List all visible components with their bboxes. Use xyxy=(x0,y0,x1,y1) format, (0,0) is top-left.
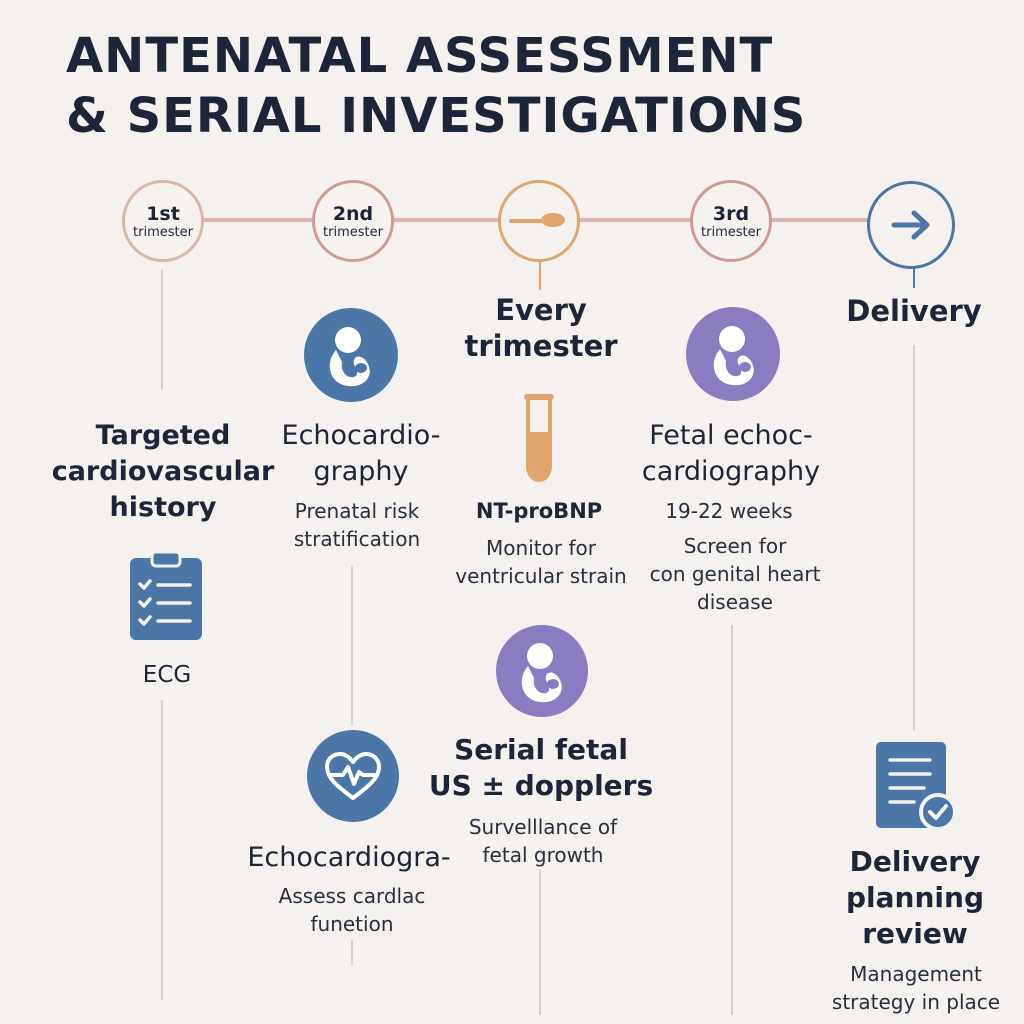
connector-col5-top xyxy=(913,262,915,288)
document-check-icon xyxy=(874,740,958,832)
title-line-2: & SERIAL INVESTIGATIONS xyxy=(66,88,807,144)
col2-heading-line-1: Echocardio- xyxy=(281,420,441,451)
milestone-2-label: trimester xyxy=(323,225,383,240)
milestone-4-number: 3rd xyxy=(712,203,750,225)
fetus-icon-blue xyxy=(304,308,398,402)
weeks-label: 19-22 weeks xyxy=(665,499,793,523)
col3-desc2-line-1: Survelllance of xyxy=(468,815,618,839)
col2-desc2-line-1: Assess cardlac xyxy=(278,884,426,908)
connector-col3-top xyxy=(539,258,541,290)
col5-heading-line-3: review xyxy=(862,917,968,950)
ventricular-strain-desc: Monitor for ventricular strain xyxy=(455,534,626,590)
col4-heading-line-2: cardiography xyxy=(641,456,821,487)
col4-heading-line-1: Fetal echoc- xyxy=(649,420,813,451)
connector-col2 xyxy=(351,565,353,725)
col2-desc2-line-2: funetion xyxy=(310,912,394,936)
col2-desc-line-1: Prenatal risk xyxy=(294,499,420,523)
title-line-1: ANTENATAL ASSESSMENT xyxy=(66,28,774,84)
connector-col5 xyxy=(913,345,915,730)
col5-heading-line-1: Delivery xyxy=(849,845,981,878)
milestone-2nd-trimester: 2nd trimester xyxy=(312,180,394,262)
col2-desc-line-2: stratification xyxy=(293,527,421,551)
col3-desc-line-2: ventricular strain xyxy=(455,564,627,588)
col3-desc2-line-2: fetal growth xyxy=(482,843,604,867)
col5-heading-line-2: planning xyxy=(846,881,984,914)
targeted-history-heading: Targeted cardiovascular history xyxy=(52,418,275,526)
congenital-screen-desc: Screen for con genital heart disease xyxy=(650,532,821,616)
delivery-label: Delivery xyxy=(846,294,982,328)
milestone-2-number: 2nd xyxy=(332,203,374,225)
every-trimester-label: Every trimester xyxy=(464,292,617,364)
milestone-1-number: 1st xyxy=(146,203,180,225)
col3-heading-line-1: Serial fetal xyxy=(454,733,628,766)
fetal-growth-desc: Survelllance of fetal growth xyxy=(469,813,617,869)
fetus-icon-purple xyxy=(496,625,588,717)
col5-desc-line-1: Management xyxy=(850,962,982,986)
management-strategy-desc: Management strategy in place xyxy=(832,960,1000,1016)
col3-desc-line-1: Monitor for xyxy=(486,536,596,560)
col3-heading-line-2: US ± dopplers xyxy=(428,769,654,802)
fetus-icon-purple-2 xyxy=(686,307,780,401)
connector-col4 xyxy=(731,625,733,1015)
test-tube-icon xyxy=(522,392,556,484)
every-trimester-line-2: trimester xyxy=(464,329,618,363)
col1-heading-line-2: cardiovascular xyxy=(51,456,275,487)
milestone-delivery xyxy=(867,181,955,269)
col1-heading-line-3: history xyxy=(109,492,217,523)
prenatal-risk-desc: Prenatal risk stratification xyxy=(294,497,420,553)
serial-fetal-us-heading: Serial fetal US ± dopplers xyxy=(429,732,653,804)
echocardiography-heading: Echocardio- graphy xyxy=(282,418,441,490)
col4-desc-line-3: disease xyxy=(697,590,773,614)
delivery-planning-heading: Delivery planning review xyxy=(846,844,984,952)
arrow-right-icon xyxy=(891,210,930,240)
milestone-1-label: trimester xyxy=(133,225,193,240)
fetal-echo-heading: Fetal echoc- cardiography xyxy=(642,418,820,490)
col5-desc-line-2: strategy in place xyxy=(831,990,1001,1014)
assess-cardiac-desc: Assess cardlac funetion xyxy=(279,882,426,938)
connector-col1-lower xyxy=(161,700,163,1000)
col1-heading-line-1: Targeted xyxy=(95,420,231,451)
milestone-1st-trimester: 1st trimester xyxy=(122,180,204,262)
connector-col3 xyxy=(539,870,541,1015)
every-trimester-line-1: Every xyxy=(495,293,587,327)
milestone-3rd-trimester: 3rd trimester xyxy=(690,180,772,262)
page-title: ANTENATAL ASSESSMENT & SERIAL INVESTIGAT… xyxy=(66,26,966,146)
nt-probnp-label: NT-proBNP xyxy=(475,499,603,523)
connector-col1 xyxy=(161,270,163,390)
milestone-4-label: trimester xyxy=(701,225,761,240)
connector-col2-lower xyxy=(351,940,353,965)
col4-desc-line-1: Screen for xyxy=(683,534,787,558)
milestone-every-trimester xyxy=(498,180,580,262)
ecg-label: ECG xyxy=(142,662,192,688)
col4-desc-line-2: con genital heart xyxy=(649,562,821,586)
clipboard-checklist-icon xyxy=(128,550,204,642)
heart-pulse-icon xyxy=(307,730,399,822)
echocardiogra-heading: Echocardiogra- xyxy=(247,842,451,873)
ultrasound-probe-icon xyxy=(509,213,565,227)
col2-heading-line-2: graphy xyxy=(313,456,409,487)
